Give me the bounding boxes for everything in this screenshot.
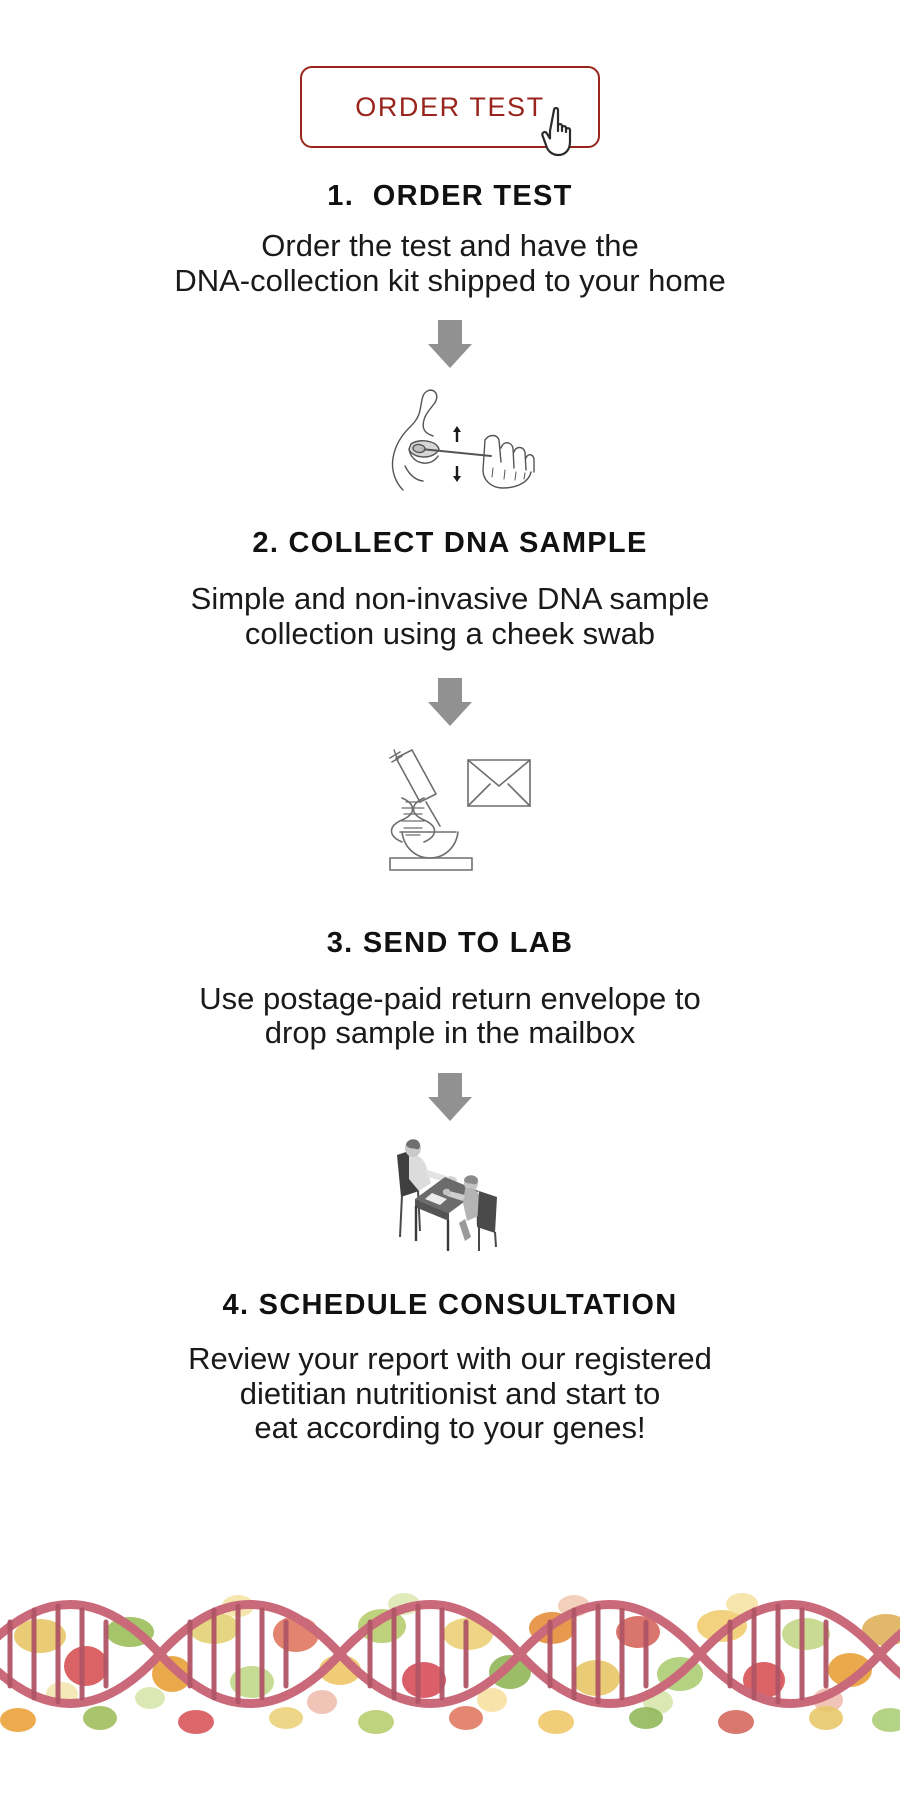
- arrow-down-icon: [428, 1072, 472, 1121]
- dna-food-decoration-svg: [0, 1593, 900, 1734]
- step-4-body: Review your report with our registered d…: [188, 1340, 712, 1446]
- consultation-desk-illustration: [397, 1138, 497, 1251]
- step-2-title: 2. COLLECT DNA SAMPLE: [252, 527, 648, 560]
- dna-helix-food-band: [0, 1570, 900, 1800]
- step-3-title: 3. SEND TO LAB: [326, 926, 574, 959]
- step-1-title: 1. ORDER TEST: [327, 180, 573, 212]
- order-test-button-label: ORDER TEST: [355, 91, 545, 122]
- arrow-down-icon: [428, 677, 472, 726]
- step-2-body-line-1: Simple and non-invasive DNA sample: [190, 581, 710, 617]
- order-test-button[interactable]: ORDER TEST: [300, 66, 600, 148]
- cheek-swab-illustration: [391, 389, 535, 492]
- step-1-body-line-2: DNA-collection kit shipped to your home: [174, 262, 726, 298]
- step-4-body-line-1: Review your report with our registered: [188, 1340, 712, 1376]
- step-3-body-line-2: drop sample in the mailbox: [264, 1015, 636, 1051]
- step-1-body: Order the test and have the DNA-collecti…: [174, 227, 726, 298]
- step-3-body-line-1: Use postage-paid return envelope to: [199, 980, 701, 1016]
- step-4-title: 4. SCHEDULE CONSULTATION: [222, 1288, 678, 1321]
- step-2-body: Simple and non-invasive DNA sample colle…: [190, 581, 710, 651]
- step-4-body-line-3: eat according to your genes!: [254, 1410, 646, 1446]
- arrow-down-icon: [428, 320, 472, 369]
- order-test-cta-wrap: ORDER TEST: [300, 66, 600, 157]
- step-1-body-line-1: Order the test and have the: [261, 227, 639, 263]
- step-3-body: Use postage-paid return envelope to drop…: [199, 980, 701, 1051]
- step-4-body-line-2: dietitian nutritionist and start to: [239, 1375, 661, 1411]
- step-2-body-line-2: collection using a cheek swab: [244, 615, 656, 651]
- microscope-envelope-illustration: [389, 748, 531, 871]
